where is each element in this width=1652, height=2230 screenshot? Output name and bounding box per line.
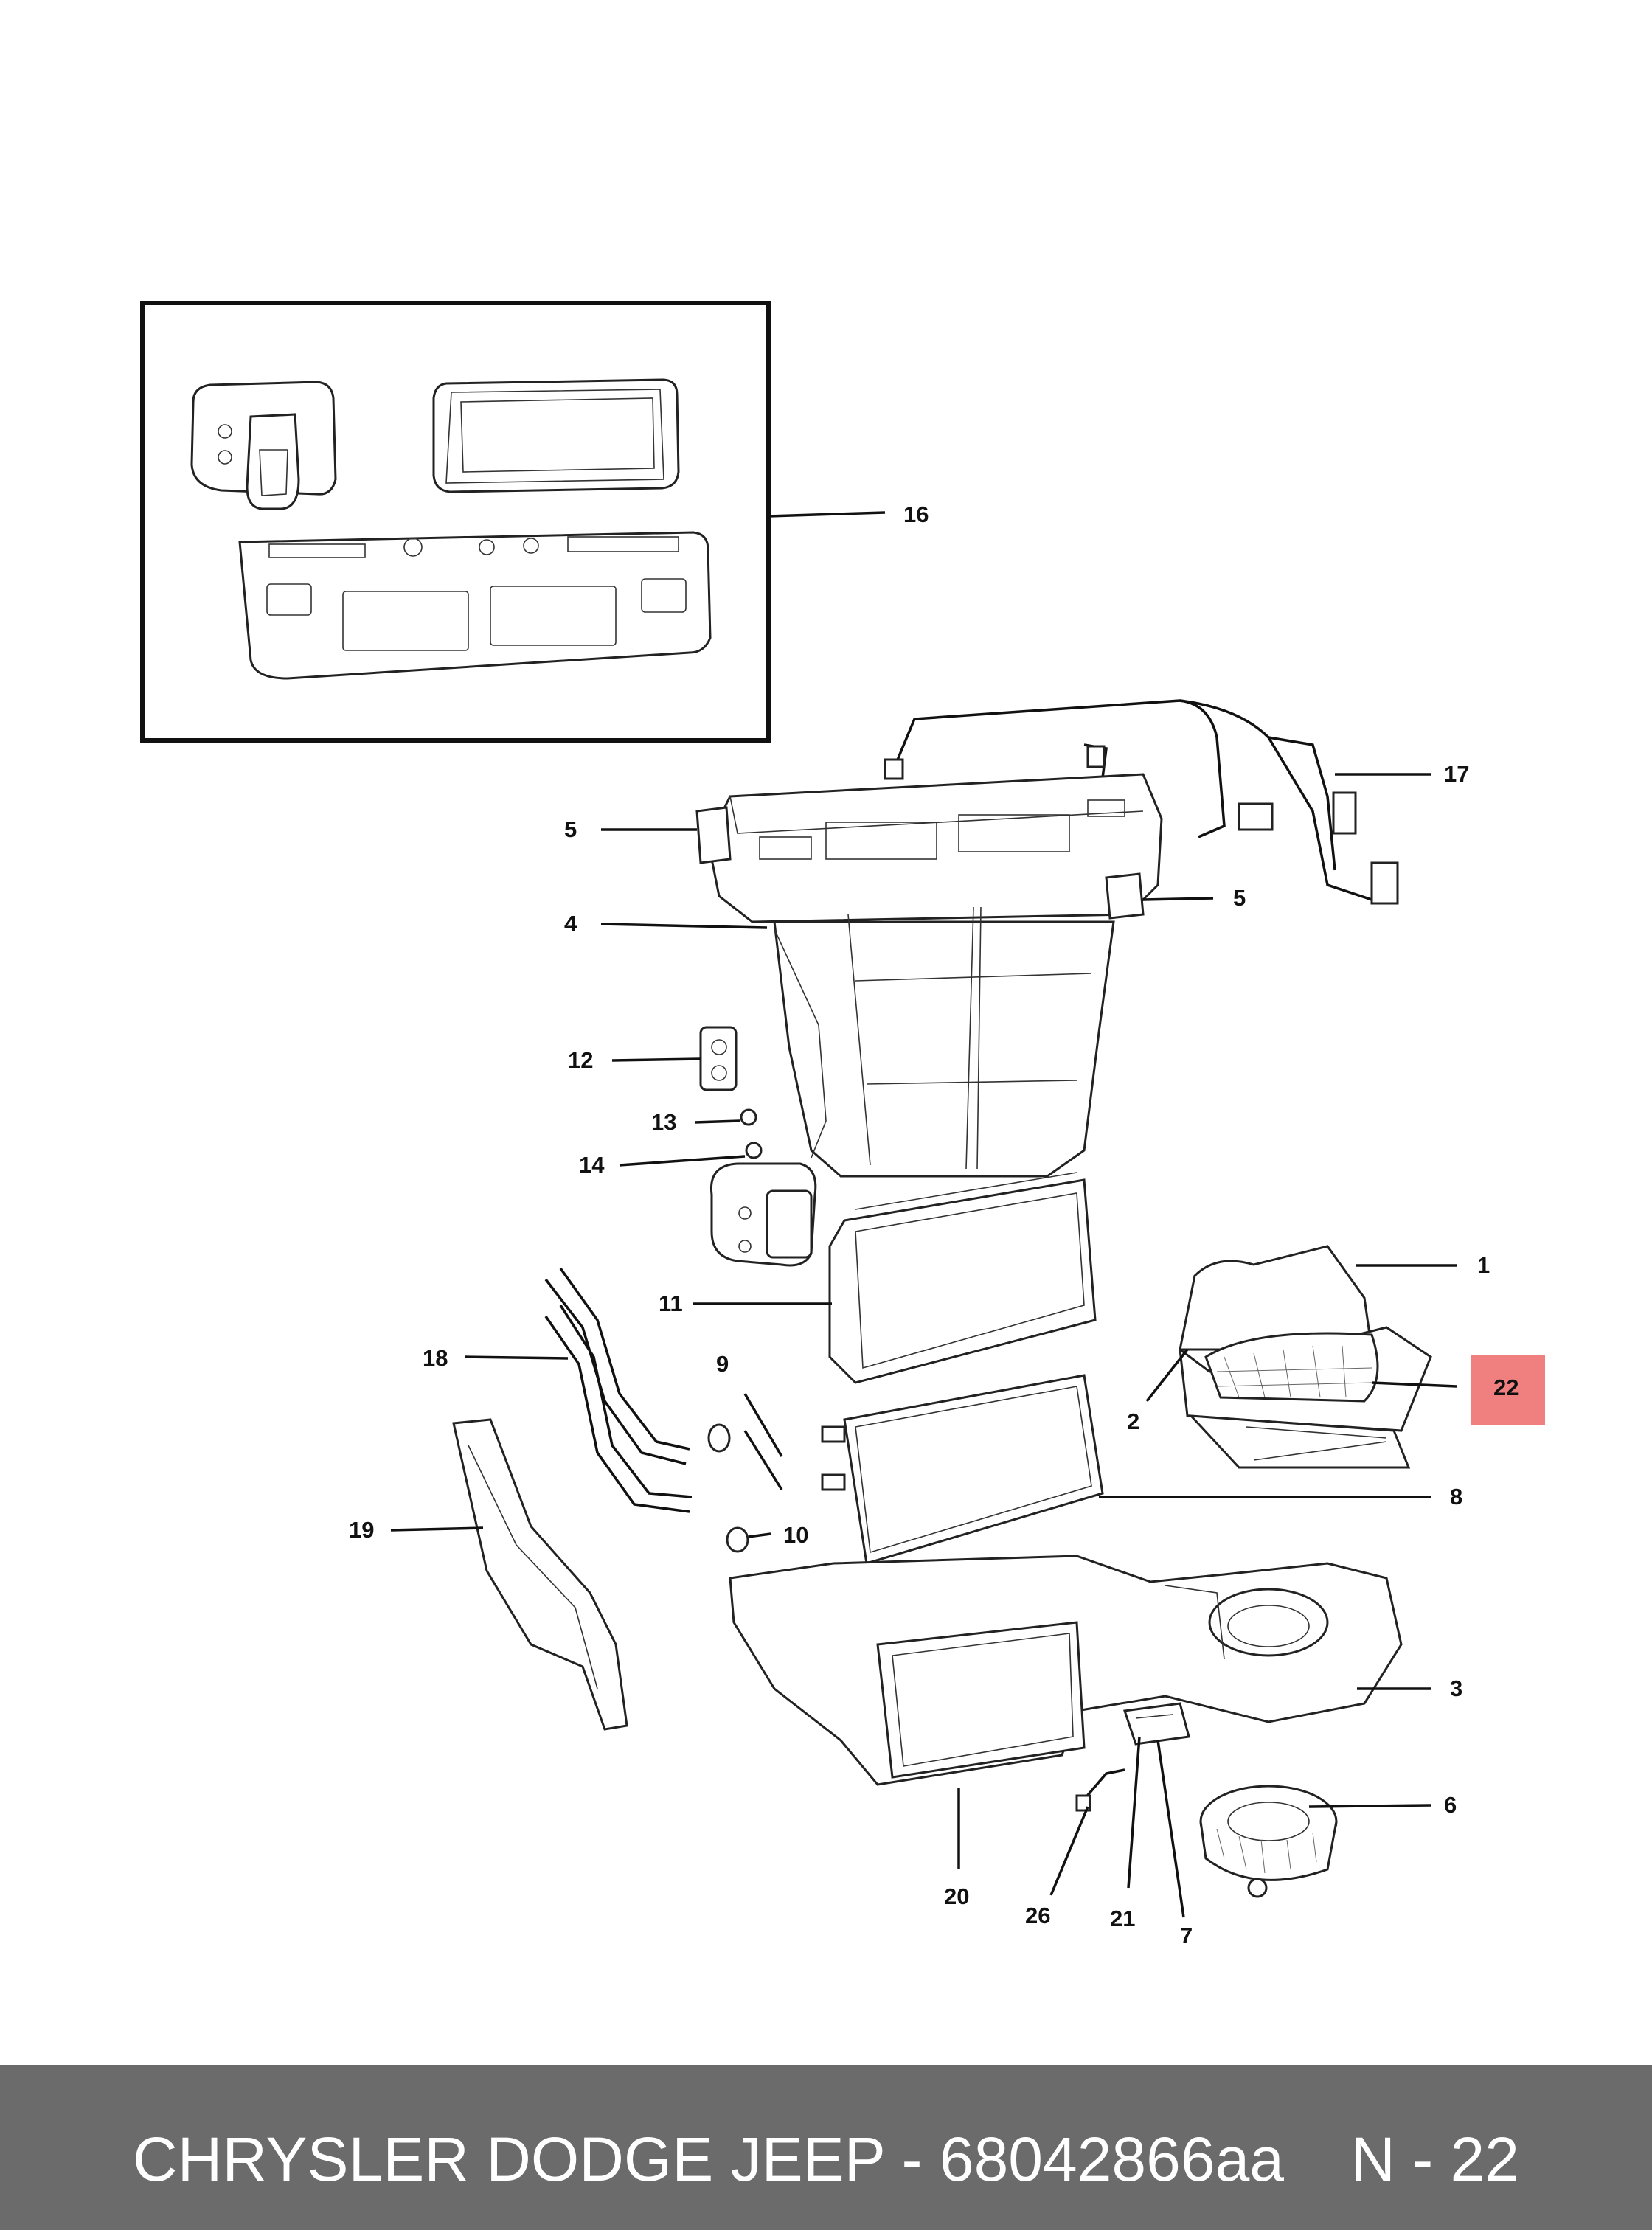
callout-12: 12 <box>568 1047 593 1073</box>
parts-diagram: 16 17 5 5 4 12 13 14 1 11 18 22 2 9 8 19… <box>140 301 1545 1948</box>
gasket-part <box>432 378 680 493</box>
callout-22: 22 <box>1493 1375 1519 1400</box>
callout-19: 19 <box>349 1517 374 1543</box>
bracket-part <box>190 381 337 510</box>
callout-17: 17 <box>1444 761 1469 787</box>
callout-1: 1 <box>1477 1252 1490 1278</box>
blower-motor <box>1199 1785 1338 1898</box>
callout-16: 16 <box>903 501 929 527</box>
lower-hvac-case <box>729 1555 1403 1786</box>
callout-8: 8 <box>1450 1484 1462 1510</box>
callout-10: 10 <box>783 1522 808 1548</box>
heater-tubes <box>544 1267 693 1513</box>
evaporator <box>821 1374 1104 1565</box>
callout-20: 20 <box>944 1883 969 1909</box>
expansion-valve <box>699 1026 738 1091</box>
wiring-harness <box>884 699 1399 905</box>
callout-labels: 16 17 5 5 4 12 13 14 1 11 18 22 2 9 8 19… <box>349 501 1519 1948</box>
leader-lines <box>390 511 1457 1918</box>
callout-14: 14 <box>579 1152 605 1178</box>
clips <box>707 1393 783 1553</box>
footer-diagram-code: N - 22 <box>1350 2125 1519 2194</box>
callout-2: 2 <box>1127 1408 1139 1434</box>
o-ring-13 <box>740 1108 757 1126</box>
callout-5b: 5 <box>1233 885 1246 911</box>
blower-housing <box>1179 1245 1432 1469</box>
callout-9: 9 <box>716 1351 729 1377</box>
heater-core <box>709 1162 1097 1384</box>
inset-box <box>140 301 771 743</box>
floor-duct <box>452 1418 628 1731</box>
callout-6: 6 <box>1444 1792 1457 1818</box>
callout-3: 3 <box>1450 1675 1462 1701</box>
footer-bar: CHRYSLER DODGE JEEP - 68042866aa N - 22 <box>0 2065 1652 2230</box>
callout-26: 26 <box>1025 1903 1050 1928</box>
callout-5a: 5 <box>564 816 577 842</box>
upper-hvac-case <box>695 773 1163 1178</box>
callout-18: 18 <box>423 1345 448 1371</box>
callout-21: 21 <box>1110 1906 1135 1931</box>
o-ring-14 <box>745 1142 763 1159</box>
callout-7: 7 <box>1180 1922 1193 1948</box>
callout-11: 11 <box>659 1291 683 1316</box>
temp-sensor <box>1075 1768 1125 1812</box>
callout-4: 4 <box>564 911 577 937</box>
footer-part-number: CHRYSLER DODGE JEEP - 68042866aa <box>133 2125 1285 2194</box>
callout-13: 13 <box>651 1109 676 1135</box>
seal-plate-part <box>238 531 712 680</box>
blower-resistor <box>1123 1702 1190 1746</box>
highlight-box-22 <box>1471 1355 1545 1425</box>
